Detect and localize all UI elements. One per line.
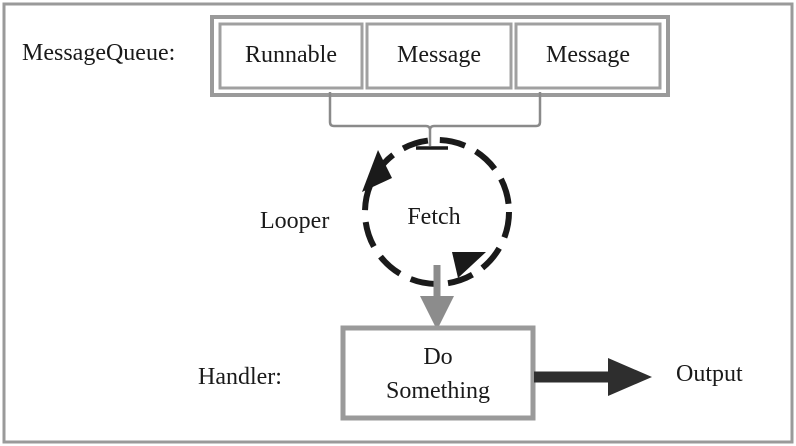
message-queue-label: MessageQueue: [22,40,175,66]
output-label: Output [676,361,743,387]
queue-item-runnable-label: Runnable [245,42,337,68]
looper-label: Looper [260,208,329,234]
looper-cycle [362,137,512,287]
looper-arrowhead-left [362,150,392,192]
queue-item-message-2 [514,22,662,90]
queue-item-runnable [218,22,364,90]
queue-item-message-2-label: Message [546,42,630,68]
looper-arrowhead-bottom [452,252,486,278]
queue-item-message-1 [365,22,513,90]
handler-label: Handler: [198,364,282,390]
looper-to-handler-arrowhead [420,296,454,330]
queue-item-message-1-label: Message [397,42,481,68]
output-arrow-head [608,358,652,396]
handler-action-line2: Something [386,378,490,404]
looper-action-label: Fetch [407,204,460,230]
queue-bracket [328,92,542,146]
handler-box [340,325,536,421]
handler-action-line1: Do [423,344,452,370]
